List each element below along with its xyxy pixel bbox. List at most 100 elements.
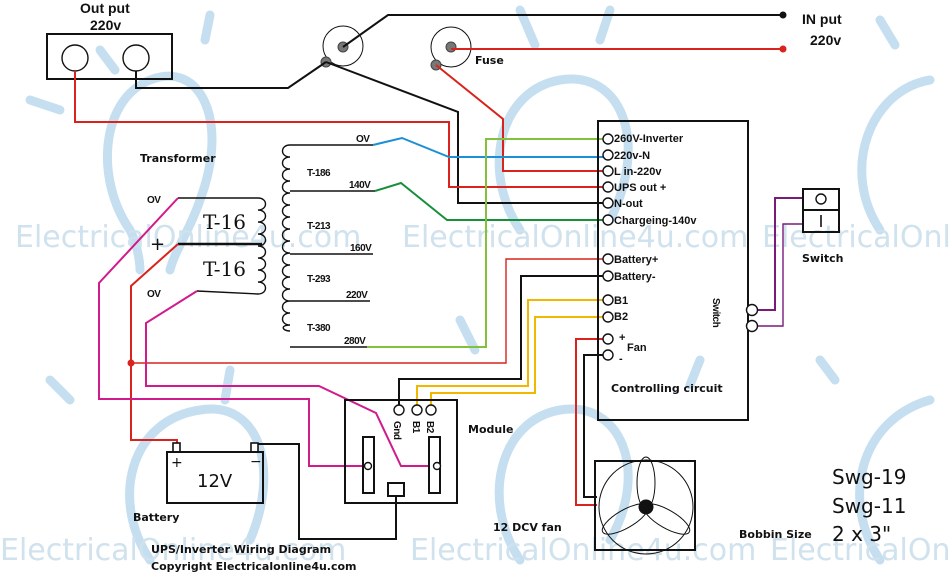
output-pin-neutral — [122, 44, 150, 72]
switch-terminal — [745, 303, 759, 317]
terminal-label: + — [619, 332, 625, 344]
terminal-label: B1 — [614, 295, 628, 307]
wire-tap-140v — [374, 181, 608, 221]
terminal-label: - — [619, 353, 623, 365]
module-label: Module — [468, 423, 513, 436]
wire-fuse-lin — [435, 64, 608, 172]
fan-label: 12 DCV fan — [493, 521, 562, 534]
module-source-terminal — [387, 482, 405, 497]
controller-terminal — [602, 197, 614, 209]
fan-icon — [601, 456, 691, 535]
tap-label-220v: 220V — [346, 290, 368, 301]
wire-gauge-2: Swg-11 — [832, 494, 906, 518]
terminal-label: B2 — [614, 311, 628, 323]
wire-secondary-top — [98, 197, 368, 467]
winding-label: T-186 — [307, 168, 331, 179]
specs: Swg-19 Swg-11 Bobbin Size 2 x 3" — [739, 465, 906, 546]
terminal-label: UPS out + — [614, 182, 666, 194]
controlling-circuit: 260V-Inverter 220v-N L in-220v UPS out +… — [597, 120, 759, 421]
terminal-label: N-out — [614, 198, 643, 210]
controller-terminal — [602, 165, 614, 177]
wire-b2 — [430, 316, 608, 410]
module-terminal-label: B1 — [410, 421, 421, 434]
watermark-text: ElectricalOnline4u.com — [410, 533, 756, 568]
output-socket-box — [46, 33, 173, 80]
controller-terminal — [602, 253, 614, 265]
rocker-switch[interactable]: Switch — [802, 188, 843, 265]
switch-label: Switch — [802, 252, 843, 265]
module-terminal-gnd — [393, 404, 405, 416]
watermark-text: ElectricalOnline4u.com — [0, 533, 346, 568]
watermark-text: ElectricalOnline4u.com — [402, 220, 748, 255]
controller-label: Controlling circuit — [611, 382, 723, 395]
wire-output-neutral — [135, 61, 327, 89]
wire-fan-minus — [583, 354, 608, 498]
tap-label-280v: 280V — [344, 336, 366, 347]
transformer: Transformer OV T-186 140V T-213 160V T-2… — [140, 134, 375, 348]
wire-ups-out — [74, 71, 608, 188]
watermark-text: ElectricalOnline4u.com — [770, 533, 949, 568]
battery-minus-label: − — [250, 454, 262, 470]
controller-box — [597, 120, 749, 421]
controller-terminal — [602, 270, 614, 282]
wire-battery-plus-sense — [131, 258, 608, 364]
wire-b1 — [416, 299, 608, 410]
secondary-winding-label: T-16 — [203, 210, 246, 234]
wire-tap-280v — [367, 138, 608, 348]
module-drain-terminal — [432, 461, 442, 471]
input-voltage: 220v — [810, 32, 841, 48]
relay-contact — [320, 25, 364, 68]
wiring — [74, 14, 803, 540]
fan: 12 DCV fan — [493, 456, 696, 555]
copyright: Copyright Electricalonline4u.com — [151, 560, 357, 573]
winding-label: T-293 — [307, 274, 331, 285]
primary-coil — [281, 144, 291, 332]
terminal-label: 220v-N — [614, 150, 650, 162]
battery-body — [166, 451, 264, 504]
battery-label: Battery — [133, 511, 179, 524]
module-terminal-label: B2 — [424, 421, 435, 434]
center-tap-label: + — [150, 234, 165, 255]
fuse-label: Fuse — [475, 54, 504, 67]
wire-input-neutral — [342, 14, 783, 48]
watermark-text: ElectricalOnline4u.com — [15, 220, 361, 255]
battery-plus-label: + — [171, 455, 183, 471]
module-terminal-b2 — [425, 404, 437, 416]
battery-plus-post — [172, 442, 181, 453]
relay-contact-ring — [322, 25, 364, 67]
output-label: Out put — [80, 0, 130, 16]
fuse-pin — [445, 41, 457, 53]
secondary-tap-label: OV — [147, 289, 161, 300]
module: Gnd B1 B2 Module — [344, 399, 513, 504]
tap-label-140v: 140V — [349, 180, 371, 191]
output-voltage: 220v — [90, 17, 121, 33]
wire-battery-minus — [398, 275, 608, 410]
controller-terminal — [602, 349, 614, 361]
controller-terminal — [602, 181, 614, 193]
bobbin-size: 2 x 3" — [832, 522, 891, 546]
wire-fan-plus — [575, 338, 608, 506]
controller-terminal — [602, 333, 614, 345]
battery-voltage: 12V — [197, 471, 233, 492]
winding-label: T-213 — [307, 221, 331, 232]
switch-terminal — [745, 319, 759, 333]
module-box — [344, 399, 458, 504]
output-pin-live — [61, 44, 89, 72]
switch-terminal-label: Switch — [710, 298, 721, 328]
secondary-coil — [178, 197, 267, 295]
watermark-bulb-icon — [25, 5, 935, 565]
diagram-title: UPS/Inverter Wiring Diagram — [151, 543, 331, 556]
module-terminal-b1 — [411, 404, 423, 416]
fan-guard — [598, 459, 694, 555]
wire-switch-1 — [757, 197, 803, 311]
fuse-ring — [430, 26, 472, 68]
secondary-winding-label: T-16 — [203, 257, 246, 281]
transformer-label: Transformer — [140, 152, 216, 165]
controller-terminal — [602, 214, 614, 226]
wire-gauge-1: Swg-19 — [832, 465, 906, 489]
switch-on-symbol — [815, 193, 827, 205]
tap-label-160v: 160V — [350, 243, 372, 254]
fan-housing — [594, 460, 696, 551]
input-label: IN put — [802, 11, 842, 27]
